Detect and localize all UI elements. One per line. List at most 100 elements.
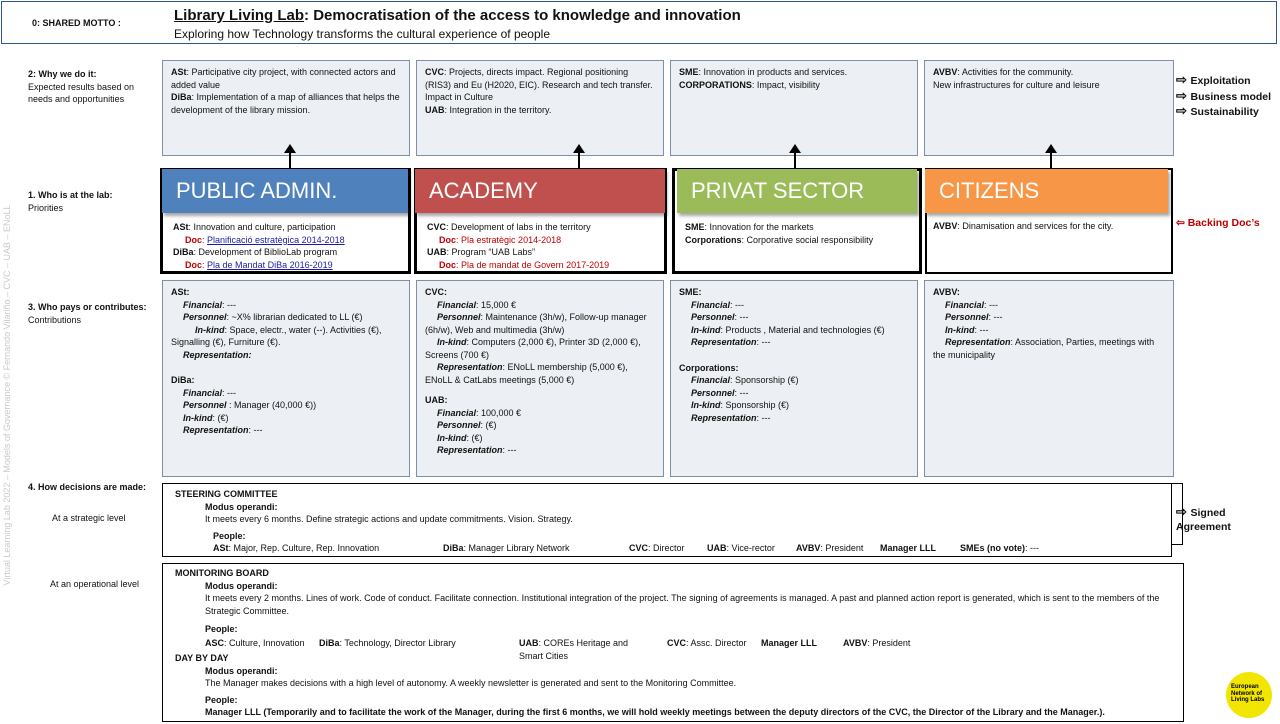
motto-title: Library Living Lab: Democratisation of t… [174, 7, 741, 24]
steering-smes: SMEs (no vote): --- [960, 542, 1039, 555]
doc-link[interactable]: Planificació estratègica 2014-2018 [207, 234, 345, 245]
outcomes-list: ⇨ Exploitation ⇨ Business model ⇨ Sustai… [1176, 72, 1272, 120]
pays-value: : --- [974, 324, 989, 335]
doc-key: Doc [185, 234, 203, 245]
who-value: : Innovation for the markets [704, 222, 814, 232]
pays-key: Representation [945, 337, 1011, 347]
pays-value: : ENoLL membership (5,000 €), ENoLL & Ca… [425, 362, 628, 385]
motto-title-rest: : Democratisation of the access to knowl… [304, 7, 741, 24]
steering-cvc: CVC: Director [629, 542, 685, 555]
member-key: ASC [205, 638, 225, 648]
why-text: : Impact, visibility [751, 79, 820, 90]
pays-value: : Space, electr., water (--). Activities… [171, 324, 382, 348]
pays-value: : 100,000 € [476, 407, 522, 418]
pays-value: : Products , Material and technologies (… [720, 324, 885, 335]
side-watermark-text: Virtual Learning Lab 2022 – Models of Go… [2, 204, 12, 586]
outcome-text: Exploitation [1190, 75, 1251, 87]
member-key: DiBa [443, 543, 464, 553]
steering-committee-box: STEERING COMMITTEE Modus operandi: It me… [162, 483, 1172, 557]
modus-text: The Manager makes decisions with a high … [205, 678, 737, 688]
decisions-label: 4. How decisions are made: [28, 482, 147, 492]
outcome-item: ⇨ Business model [1176, 87, 1272, 103]
why-key: ASt [171, 67, 187, 77]
why-label-block: 2: Why we do it: Expected results based … [28, 68, 153, 106]
day-by-day-title: DAY BY DAY [175, 653, 229, 663]
why-key: AVBV [933, 67, 958, 77]
member-value: : Director [648, 543, 685, 553]
pays-key: Personnel [945, 312, 989, 322]
monitoring-asc: ASC: Culture, Innovation [205, 637, 305, 650]
pays-key: Financial [691, 299, 731, 310]
pays-key: Financial [437, 299, 477, 310]
pays-value: : --- [756, 337, 771, 347]
who-label-block: 1. Who is at the lab: Priorities [28, 189, 113, 214]
pays-value: : --- [222, 387, 237, 398]
signed-agreement: ⇨ Signed Agreement [1176, 505, 1276, 534]
why-key: CVC [425, 67, 445, 77]
pays-label: 3. Who pays or contributes: [28, 302, 147, 312]
modus-text: It meets every 2 months. Lines of work. … [205, 593, 1160, 616]
pays-key: In-kind [195, 324, 225, 335]
pays-value: : --- [988, 312, 1003, 322]
who-label: 1. Who is at the lab: [28, 190, 113, 200]
why-text: : Projects, directs impact. Regional pos… [425, 67, 653, 102]
pays-value: : --- [222, 299, 237, 310]
why-key: SME [679, 67, 699, 77]
pays-value: : Computers (2,000 €), Printer 3D (2,000… [425, 337, 641, 360]
who-value: : Corporative social responsibility [741, 234, 874, 245]
backing-docs-note: ⇦ Backing Doc’s [1176, 217, 1260, 229]
motto-subtitle: Exploring how Technology transforms the … [174, 27, 550, 41]
member-value: (Temporarily and to facilitate the work … [260, 707, 1105, 717]
who-sub: Priorities [28, 202, 64, 213]
member-key: ASt [213, 543, 229, 553]
pays-value: : --- [734, 312, 749, 322]
enoll-logo: European Network of Living Labs [1226, 672, 1272, 718]
modus-label: Modus operandi [205, 580, 275, 591]
strategic-label: At a strategic level [52, 513, 126, 523]
doc-key: Doc [439, 259, 457, 270]
doc-text: Pla estratègic 2014-2018 [461, 234, 562, 245]
pays-key: Personnel [437, 312, 481, 322]
pays-key: In-kind [691, 400, 721, 410]
pays-key: In-kind [691, 324, 721, 335]
pays-label-block: 3. Who pays or contributes: Contribution… [28, 301, 147, 326]
monitoring-title: MONITORING BOARD [175, 568, 269, 578]
why-text: : Activities for the community. [957, 67, 1074, 77]
pays-key: Representation: [183, 349, 252, 360]
member-key: DiBa [319, 638, 340, 648]
pays-value: : --- [734, 387, 749, 398]
member-value: : Assc. Director [686, 638, 747, 648]
doc-text: Pla de mandat de Govern 2017-2019 [461, 259, 610, 270]
why-key: UAB [425, 104, 445, 115]
doc-link[interactable]: Pla de Mandat DiBa 2016-2019 [207, 259, 333, 270]
who-key: AVBV [933, 221, 958, 231]
column-header-privat-sector: PRIVAT SECTOR [677, 169, 917, 213]
member-key: CVC [667, 638, 687, 648]
motto-title-underlined: Library Living Lab [174, 7, 305, 24]
pays-value: : ~X% librarian dedicated to LL (€) [226, 312, 363, 322]
monitoring-uab: UAB: COREs Heritage and Smart Cities [519, 637, 649, 662]
why-sub: Expected results based on needs and oppo… [28, 81, 135, 105]
pays-value: : --- [502, 445, 517, 455]
motto-label: 0: SHARED MOTTO : [32, 18, 121, 28]
pays-value: : --- [730, 299, 745, 310]
outcome-item: ⇨ Sustainability [1176, 103, 1259, 118]
pays-value: : (€) [212, 412, 229, 423]
why-key: DiBa [171, 92, 192, 102]
who-value: : Program “UAB Labs” [446, 247, 536, 257]
pays-heading: Corporations: [679, 362, 739, 373]
who-key: Corporations [685, 234, 742, 245]
modus-label: Modus operandi [205, 501, 275, 512]
backing-docs-text: Backing Doc’s [1187, 217, 1260, 229]
outcome-text: Business model [1190, 90, 1272, 103]
steering-manager: Manager LLL [880, 543, 937, 553]
member-key: AVBV [796, 543, 821, 553]
pays-value: : Sponsorship (€) [720, 400, 790, 410]
pays-key: Representation [437, 362, 503, 372]
signed-arrow-icon: ⇨ [1176, 504, 1191, 519]
operational-label: At an operational level [50, 579, 140, 589]
who-key: SME [685, 222, 705, 232]
people-label: People [205, 694, 235, 705]
pays-value: : (€) [466, 432, 483, 443]
pays-box-citizens: AVBV: Financial: --- Personnel: --- In-k… [924, 280, 1174, 477]
